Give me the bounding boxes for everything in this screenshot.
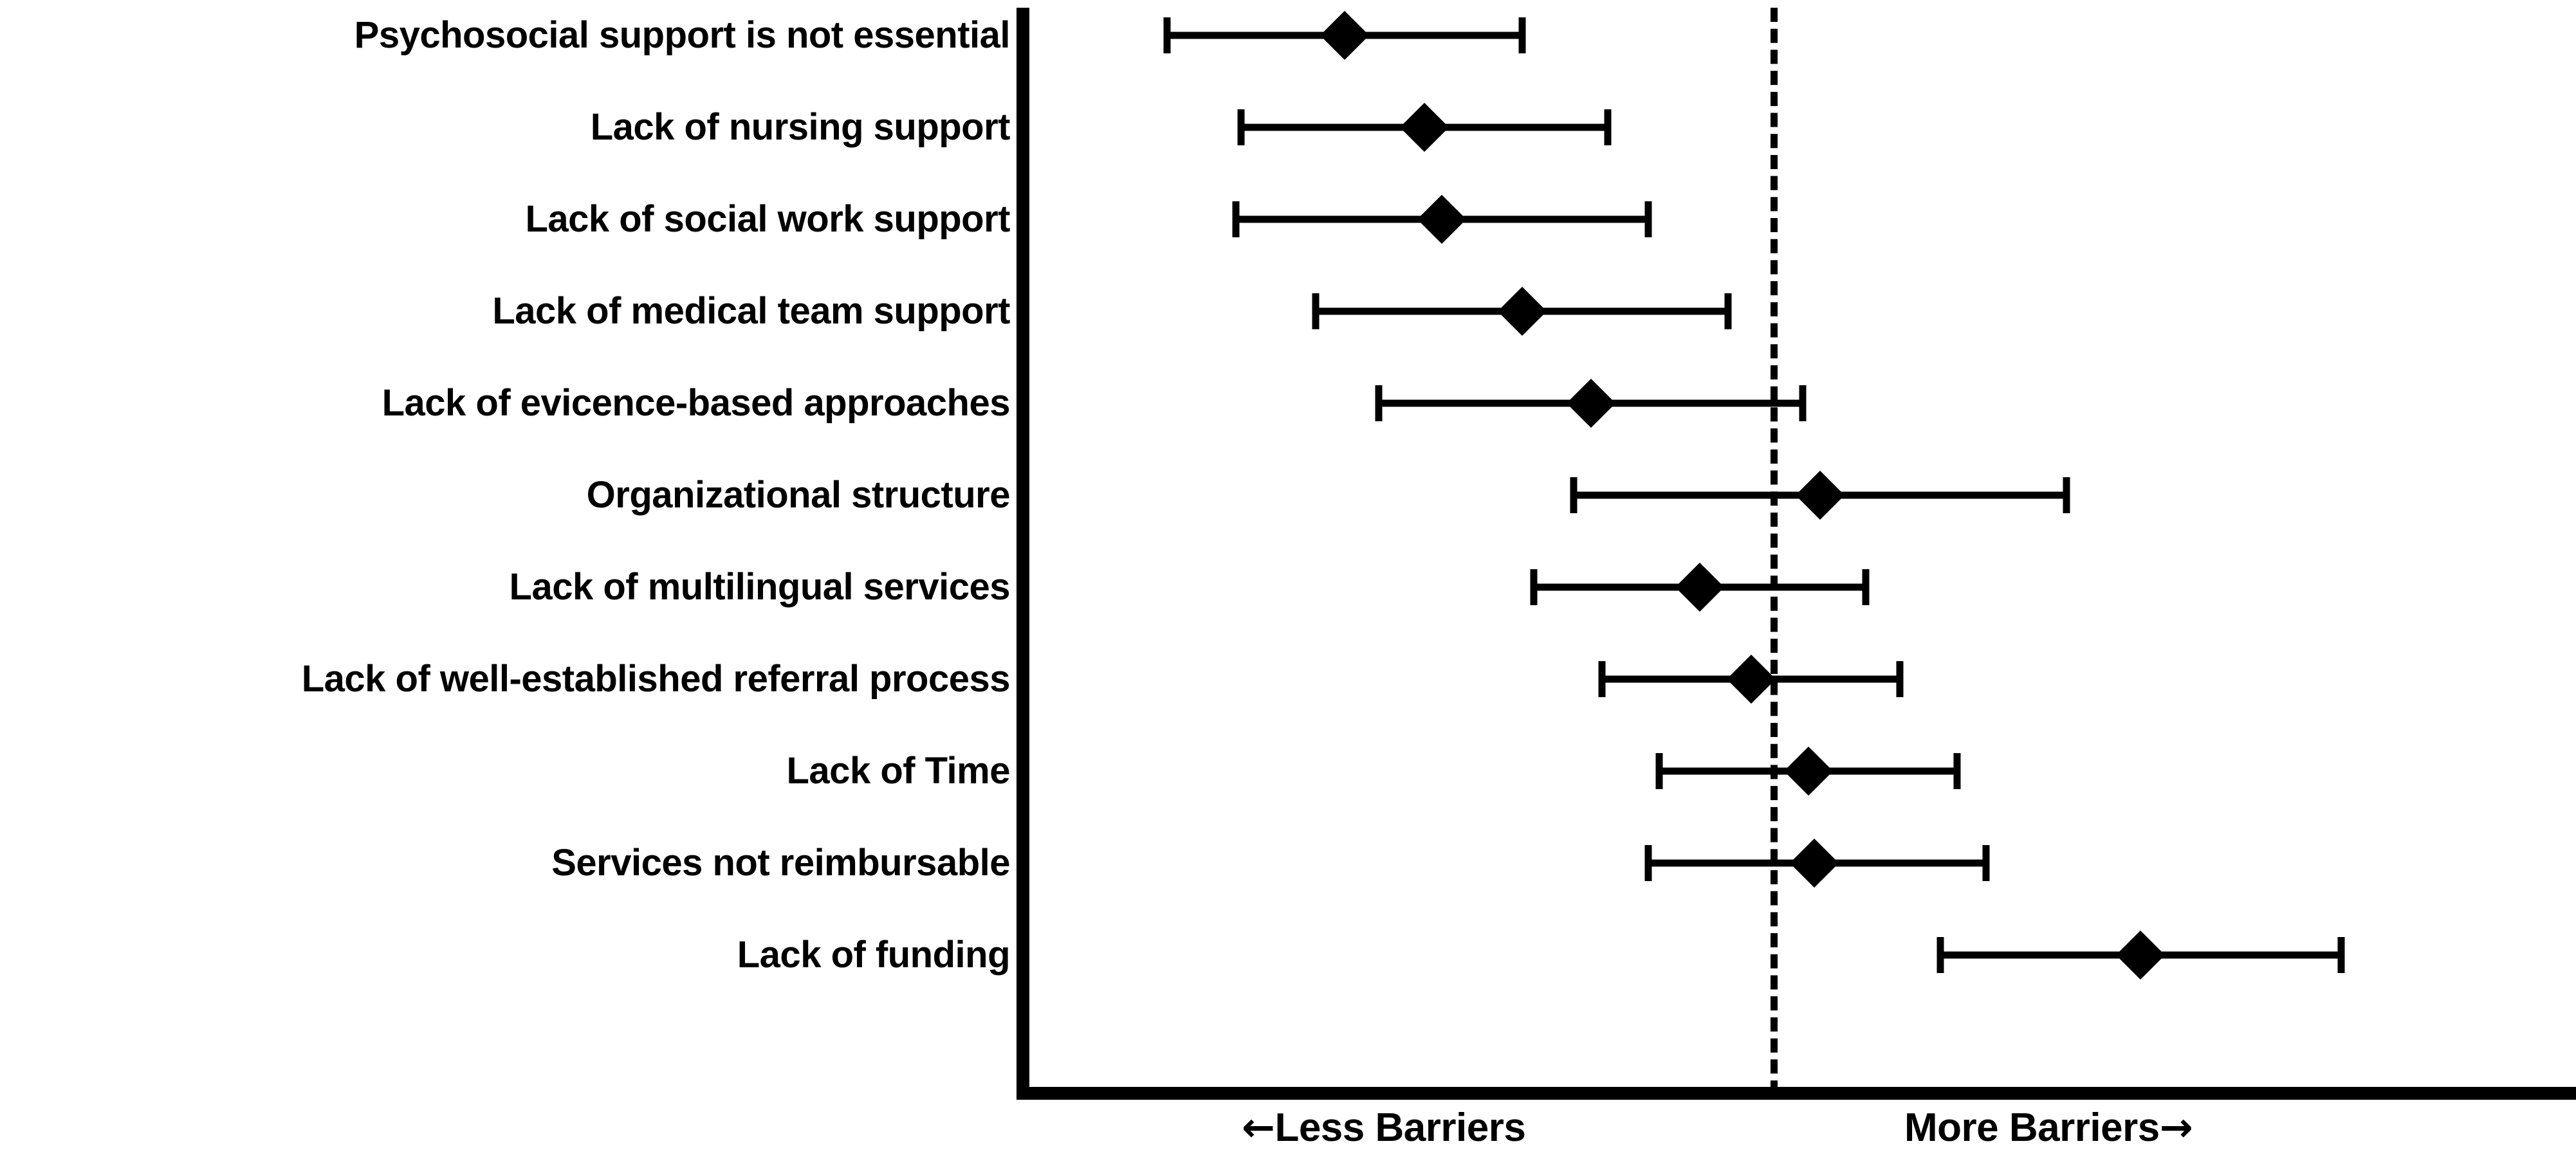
ci-cap-upper: [2063, 477, 2070, 513]
category-label: Lack of nursing support: [590, 106, 1011, 148]
axis-annotation-less-label: Less Barriers: [1274, 1106, 1526, 1150]
ci-cap-lower: [1644, 845, 1652, 881]
left-arrow-icon: ←: [1242, 1104, 1275, 1151]
category-label: Lack of evicence-based approaches: [382, 382, 1011, 424]
category-label: Lack of well-established referral proces…: [301, 658, 1011, 700]
axis-annotation-less-barriers: ←Less Barriers: [1242, 1104, 1526, 1151]
ci-cap-upper: [1862, 569, 1870, 605]
ci-cap-upper: [1724, 293, 1732, 329]
diamond-marker-icon: [1566, 378, 1615, 428]
ci-cap-lower: [1312, 293, 1320, 329]
category-label: Lack of funding: [737, 934, 1011, 976]
diamond-marker-icon: [1675, 562, 1724, 612]
ci-cap-lower: [1163, 17, 1171, 53]
ci-cap-lower: [1530, 569, 1538, 605]
ci-cap-upper: [1604, 109, 1612, 145]
ci-cap-lower: [1570, 477, 1578, 513]
diamond-marker-icon: [1320, 10, 1369, 60]
diamond-marker-icon: [1417, 194, 1467, 244]
ci-cap-upper: [1518, 17, 1526, 53]
reference-line: [1771, 8, 1778, 1095]
ci-cap-lower: [1375, 385, 1383, 421]
ci-cap-upper: [1896, 661, 1904, 697]
diamond-marker-icon: [1726, 654, 1776, 704]
ci-cap-lower: [1237, 109, 1245, 145]
diamond-marker-icon: [2116, 930, 2166, 980]
category-label: Lack of medical team support: [492, 290, 1010, 332]
ci-cap-upper: [1799, 385, 1807, 421]
category-label: Lack of Time: [786, 750, 1011, 792]
axis-annotation-more-label: More Barriers: [1904, 1106, 2160, 1150]
category-label: Organizational structure: [586, 474, 1011, 516]
ci-cap-upper: [1953, 753, 1961, 789]
right-arrow-icon: →: [2159, 1104, 2193, 1151]
category-label: Lack of social work support: [525, 198, 1010, 240]
y-axis-spine: [1017, 8, 1029, 1095]
category-label: Psychosocial support is not essential: [354, 14, 1011, 56]
ci-cap-upper: [1644, 201, 1652, 237]
ci-cap-lower: [1232, 201, 1240, 237]
x-axis-spine: [1017, 1087, 2576, 1100]
diamond-marker-icon: [1400, 102, 1449, 152]
diamond-marker-icon: [1783, 746, 1834, 796]
diamond-marker-icon: [1795, 470, 1845, 520]
diamond-marker-icon: [1789, 838, 1839, 888]
category-label: Services not reimbursable: [551, 842, 1010, 884]
ci-cap-lower: [1598, 661, 1606, 697]
ci-cap-lower: [1655, 753, 1663, 789]
ci-cap-upper: [2337, 937, 2345, 973]
ci-cap-lower: [1937, 937, 1944, 973]
category-label: Lack of multilingual services: [509, 566, 1011, 608]
axis-annotation-more-barriers: More Barriers→: [1904, 1107, 2193, 1148]
diamond-marker-icon: [1497, 286, 1547, 336]
ci-cap-upper: [1982, 845, 1990, 881]
